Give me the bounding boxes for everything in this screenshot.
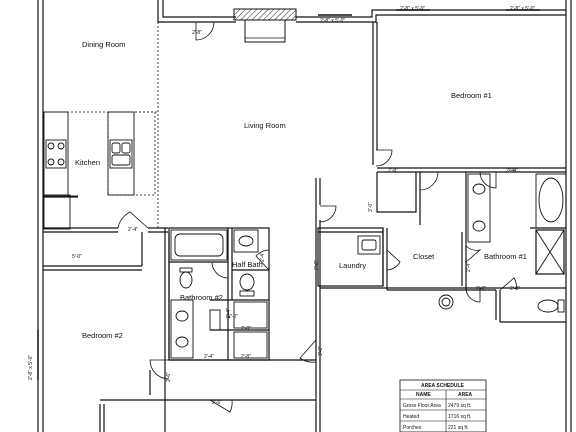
room-label-living: Living Room — [244, 121, 286, 130]
dim-label: 2'-0" — [510, 286, 520, 292]
area-schedule-title: AREA SCHEDULE — [421, 383, 465, 389]
area-schedule-cell: 221 sq ft. — [448, 425, 469, 431]
kitchen-counters — [43, 111, 135, 230]
dim-label: 2'-0" — [228, 314, 238, 320]
dim-label: 2'-4" — [506, 168, 516, 174]
room-label-half-bath: Half Bath — [232, 260, 263, 269]
dim-label: 2'-6" — [314, 260, 320, 270]
room-label-bedroom-2: Bedroom #2 — [82, 331, 123, 340]
windows — [37, 9, 540, 380]
dim-label: 2'-6" — [212, 400, 222, 406]
dim-label: 2'-8" x 5'-0" — [320, 18, 345, 24]
area-schedule-cell: 2479 sq ft. — [448, 403, 471, 409]
room-label-closet: Closet — [413, 252, 435, 261]
interior-walls — [43, 22, 566, 432]
dim-label: 2'-8" x 5'-0" — [400, 6, 425, 12]
dim-label: 2'-4" — [128, 227, 138, 233]
dimension-labels: 2'-8" 2'-8" x 5'-0" 2'-8" x 5'-0" 2'-8" … — [28, 6, 535, 406]
dim-label: 2'-8" x 5'-0" — [28, 355, 34, 380]
dim-label: 2'-4" — [204, 354, 214, 360]
dim-label: 3'-0" — [318, 346, 324, 356]
fireplace — [233, 8, 297, 43]
dim-label: 2'-6" — [166, 372, 172, 382]
area-schedule-header-area: AREA — [458, 392, 473, 398]
dim-label: 2'-8" — [192, 30, 202, 36]
area-schedule-cell: Heated — [403, 414, 419, 420]
room-label-dining: Dining Room — [82, 40, 125, 49]
room-label-kitchen: Kitchen — [75, 158, 100, 167]
room-label-laundry: Laundry — [339, 261, 366, 270]
dim-label: 2'-8" x 5'-0" — [510, 6, 535, 12]
area-schedule-header-name: NAME — [416, 392, 431, 398]
dim-label: 2'-4" — [508, 168, 518, 174]
room-labels: Dining Room Living Room Bedroom #1 Kitch… — [75, 40, 527, 340]
room-label-bedroom-1: Bedroom #1 — [451, 91, 492, 100]
dim-label: 5'-0" — [72, 254, 82, 260]
dim-label: 2'-4" — [260, 252, 266, 262]
area-schedule-cell: Gross Floor Area — [403, 403, 441, 409]
room-label-bathroom-2: Bathroom #2 — [180, 293, 223, 302]
area-schedule-cell: Porches — [403, 425, 422, 431]
area-schedule-table: AREA SCHEDULE NAME AREA Gross Floor Area… — [399, 379, 487, 432]
fixtures — [170, 173, 567, 359]
dim-label: 3'-0" — [368, 202, 374, 212]
area-schedule-cell: 1716 sq ft. — [448, 414, 471, 420]
exterior-walls — [37, 0, 572, 432]
dim-label: 2'-4" — [466, 262, 472, 272]
dim-label: 2'-8" — [241, 354, 251, 360]
dim-label: 2'-4" — [226, 308, 232, 318]
dim-label: 2'-8" — [388, 168, 398, 174]
door-swings — [117, 21, 517, 413]
dim-label: 2'-0" — [476, 286, 486, 292]
dim-label: 2'-0" — [241, 326, 251, 332]
room-label-bathroom-1: Bathroom #1 — [484, 252, 527, 261]
